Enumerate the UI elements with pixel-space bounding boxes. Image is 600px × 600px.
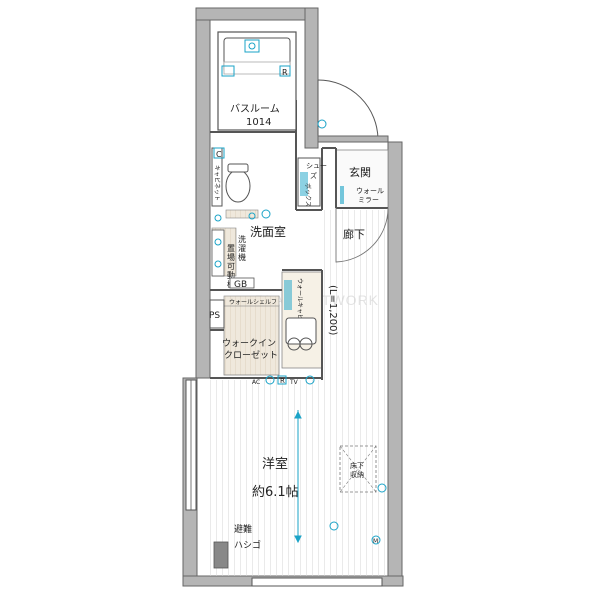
- gb-label: GB: [234, 280, 247, 290]
- ac-label: AC: [252, 379, 260, 386]
- kitchen: ウォールキャビネット (L=1,200): [284, 278, 338, 351]
- ceiling-height-label: (L=1,200): [327, 285, 338, 335]
- washer-label-2: 濯: [238, 243, 246, 253]
- r-mark-bath: [279, 65, 291, 77]
- sink: [285, 317, 317, 345]
- wall-mirror-label-1: ウォール: [356, 187, 384, 195]
- escape-ladder: 避難 ハシゴ: [213, 523, 261, 569]
- outlet-bottom: [329, 521, 339, 531]
- shoebox-label-1: シュー: [306, 162, 327, 170]
- gb-box: [229, 277, 255, 289]
- washer-label-5: 場: [227, 252, 235, 262]
- bathroom-size: 1014: [246, 117, 271, 128]
- western-room-name: 洋室: [262, 456, 288, 472]
- floor-storage-label-2: 収納: [350, 470, 364, 479]
- c-mark-label: C: [216, 150, 222, 159]
- m-mark-label: M: [373, 538, 378, 545]
- walkin-closet-label-1: ウォークイン: [222, 338, 276, 349]
- walkin-closet-label-2: クローゼット: [224, 349, 278, 361]
- corridor-label: 廊下: [343, 227, 365, 241]
- escape-ladder-label-2: ハシゴ: [234, 539, 261, 551]
- shoebox-label-3: ボックス: [304, 183, 312, 207]
- towel-bar: [225, 209, 259, 219]
- escape-ladder-label-1: 避難: [234, 523, 252, 535]
- walkin-closet-area: [223, 304, 280, 376]
- washer-label-1: 洗: [238, 234, 246, 244]
- entrance-label: 玄関: [349, 165, 371, 179]
- ps-label: PS: [209, 311, 220, 321]
- wall-shelf-label: ウォールシェルフ: [229, 298, 277, 306]
- m-mark: [371, 535, 381, 545]
- washroom: C キャビネット 洗面室: [211, 147, 286, 239]
- washer-drain-icon: [214, 238, 222, 246]
- bathroom: R バスルーム 1014: [217, 31, 297, 131]
- lighting-track: [294, 410, 302, 544]
- bathroom-name: バスルーム: [230, 103, 280, 115]
- corridor-door: [335, 207, 389, 263]
- western-room-floor: [209, 380, 389, 576]
- kitchen-cabinet-label: ウォールキャビネット: [296, 278, 304, 338]
- entrance-floor: [335, 149, 389, 209]
- floor-storage: 床下 収納: [339, 445, 377, 493]
- outlet-row: [265, 375, 315, 385]
- tv-label: TV: [289, 379, 299, 386]
- intercom-icon: [317, 119, 327, 129]
- washer-label-4: 置: [227, 244, 235, 253]
- entry-door: [317, 79, 389, 143]
- wall-mirror: [340, 186, 344, 204]
- washbasin-icon: [261, 209, 271, 219]
- faucet-icon: [221, 65, 235, 77]
- stove-icon-2: [299, 337, 313, 351]
- washer-label-3: 機: [238, 252, 246, 262]
- movable-shelf-label-2: 動: [227, 271, 235, 280]
- floor-storage-label-1: 床下: [350, 461, 364, 470]
- r-mark-bath-label: R: [282, 68, 288, 77]
- outlet-right: [377, 483, 387, 493]
- western-room-size: 約6.1帖: [252, 485, 299, 500]
- toilet: [225, 169, 251, 203]
- shoebox: シュー ズ ボックス: [297, 157, 327, 207]
- corridor-floor: [322, 210, 388, 380]
- c-mark: [213, 147, 225, 159]
- shoebox-label-2: ズ: [310, 171, 317, 180]
- fan-icon: [244, 39, 260, 53]
- ps-box: [209, 299, 225, 329]
- window-bottom: [251, 577, 383, 587]
- washroom-label: 洗面室: [250, 224, 286, 239]
- r-mark-room-label: R: [280, 377, 285, 385]
- toilet-cabinet-label: キャビネット: [213, 165, 221, 201]
- wall-mirror-label-2: ミラー: [358, 196, 379, 204]
- laundry: 洗 濯 機 置 場 可 動 棚 GB: [211, 229, 255, 290]
- movable-shelf-label-1: 可: [227, 262, 235, 271]
